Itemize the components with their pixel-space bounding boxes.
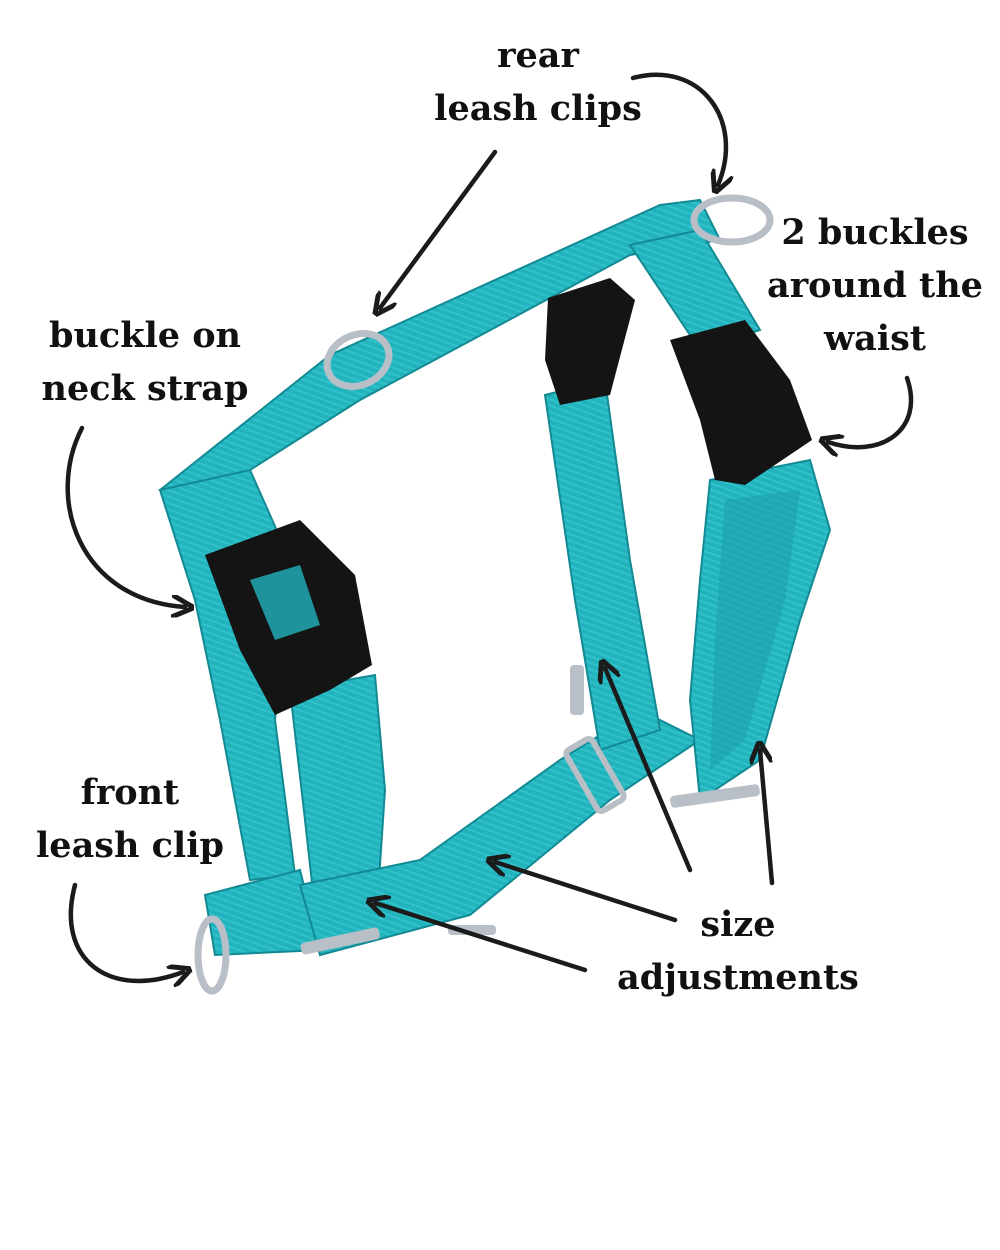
right-shoulder-strap [628,228,762,352]
label-rear-line2: leash clips [434,88,642,129]
center-strap [543,378,662,752]
slider-front [300,927,380,955]
label-neck-line1: buckle on [48,315,242,356]
label-size-adjustments: size adjustments [600,898,876,1004]
slider-waist [670,784,760,808]
label-waist-line1: 2 buckles [781,212,969,253]
slider-center [563,736,627,814]
front-ring [194,915,230,995]
label-front-line2: leash clip [36,825,224,866]
neck-buckle-slot [250,565,320,640]
arrow-rear-straight [380,149,498,308]
rear-ring-top [690,194,774,246]
label-rear-line1: rear [497,35,579,76]
slider-chest [448,925,496,935]
arrow-size-3 [605,668,693,873]
arrow-rear-curve [630,72,726,185]
label-rear-leash-clips: rear leash clips [418,29,658,135]
arrows [65,72,914,981]
center-buckle [545,278,635,405]
waist-loop-inner [710,490,800,770]
label-waist-line2: around the [767,265,983,306]
buckles [205,278,812,715]
label-front-leash-clip: front leash clip [20,766,240,872]
arrow-size-1 [375,903,588,973]
label-neck-buckle: buckle on neck strap [30,309,260,415]
arrow-neck [65,425,185,607]
harness [158,198,832,957]
label-neck-line2: neck strap [41,368,249,409]
waist-buckle [670,320,812,485]
arrow-size-4 [760,750,775,886]
hardware [194,194,774,995]
arrow-size-2 [495,862,678,923]
arrow-waist [828,375,914,447]
slider-center-top [570,665,584,715]
label-size-line2: adjustments [617,957,859,998]
rear-ring-middle [323,330,393,390]
label-front-line1: front [80,772,180,813]
arrow-front [68,882,183,981]
label-waist-buckles: 2 buckles around the waist [760,206,990,365]
label-size-line1: size [700,904,776,945]
label-waist-line3: waist [824,318,926,359]
